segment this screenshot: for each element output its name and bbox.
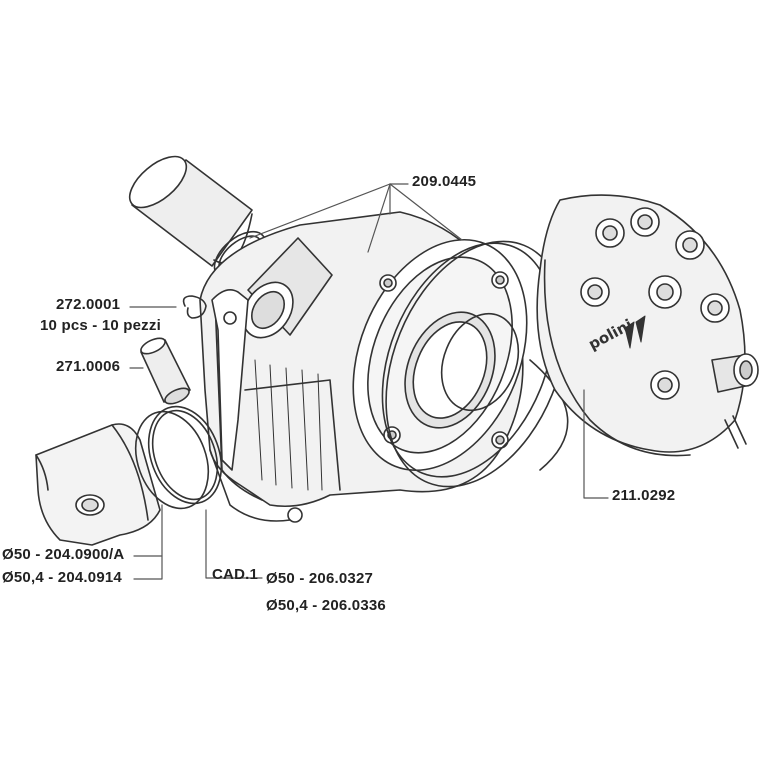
intake-tube: [128, 155, 253, 267]
label-gaskets: 209.0445: [412, 173, 477, 190]
cylinder: [199, 211, 528, 523]
piston-clip: [182, 295, 207, 319]
label-ring-a: Ø50 - 206.0327: [266, 570, 374, 587]
leader-lines: [129, 183, 609, 580]
piston: [35, 423, 161, 546]
cylinder-head: polini: [536, 194, 759, 457]
label-piston-a: Ø50 - 204.0900/A: [2, 546, 125, 563]
label-cad: CAD.1: [212, 566, 259, 583]
piston-pin: [140, 337, 191, 405]
label-head: 211.0292: [612, 487, 676, 504]
label-ring-b: Ø50,4 - 206.0336: [266, 597, 386, 614]
base-gasket: [211, 289, 249, 471]
head-gaskets: [381, 240, 569, 488]
label-piston-b: Ø50,4 - 204.0914: [2, 569, 122, 586]
label-clip-qty: 10 pcs - 10 pezzi: [40, 317, 161, 334]
label-clip-code: 272.0001: [56, 296, 121, 313]
piston-rings: [134, 405, 223, 510]
label-pin: 271.0006: [56, 358, 121, 375]
